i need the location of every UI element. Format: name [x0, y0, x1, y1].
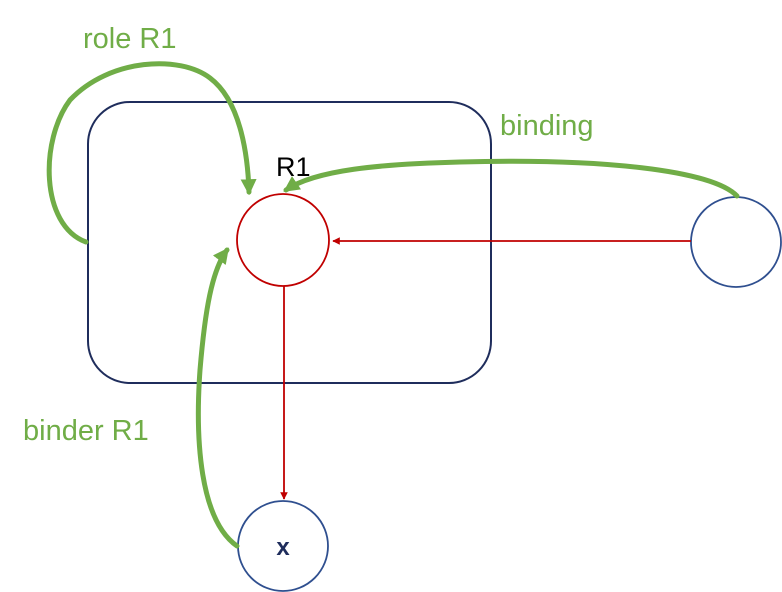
- role-r1-label: role R1: [83, 23, 177, 55]
- binding-arrow: [283, 158, 740, 199]
- binding-node: [690, 196, 782, 288]
- binder-r1-arrow: [195, 247, 240, 549]
- role-r1-arrow: [46, 61, 257, 245]
- relation-node-label: R1: [276, 152, 311, 182]
- binder-r1-label: binder R1: [23, 415, 149, 447]
- relation-node-r1: [236, 193, 330, 287]
- binding-label: binding: [500, 110, 594, 142]
- x-node-label: x: [276, 534, 290, 561]
